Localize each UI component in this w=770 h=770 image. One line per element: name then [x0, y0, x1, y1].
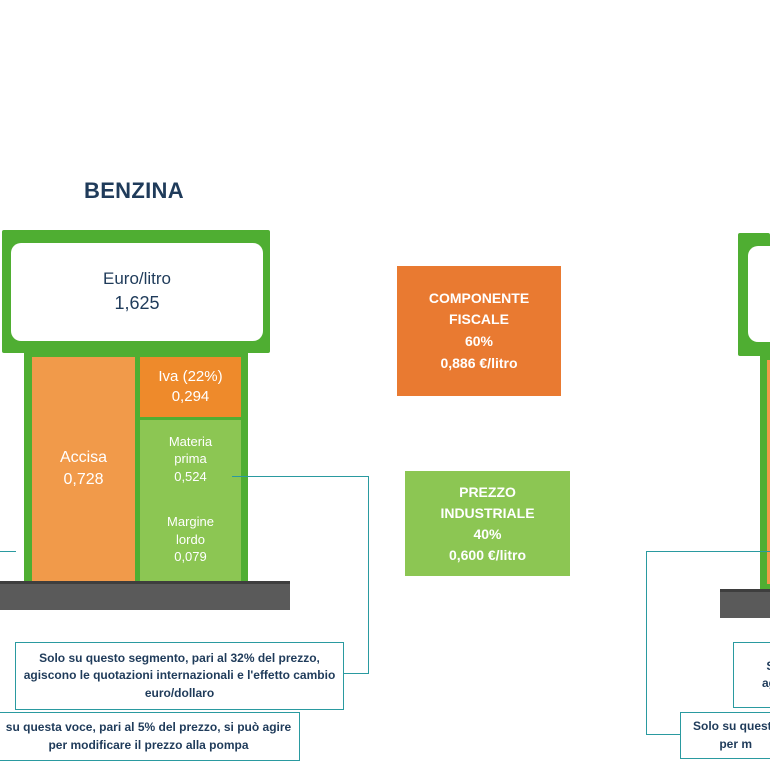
price-value: 1,625 [114, 293, 160, 314]
segment-materia-prima: Materia prima 0,524 [140, 420, 241, 498]
iva-value: 0,294 [171, 388, 210, 405]
pump-price-display: Euro/litro 1,625 [11, 243, 263, 341]
right-pump-display [748, 246, 770, 342]
connector-margine-horizontal [0, 551, 16, 552]
note-32-line2: agiscono le quotazioni internazionali e … [23, 668, 336, 683]
margine-label-2: lordo [176, 531, 205, 547]
right-pump-base [720, 589, 770, 618]
industrial-amount: 0,600 €/litro [448, 546, 527, 563]
right-connector-vertical [646, 551, 647, 735]
margine-label-1: Margine [167, 514, 214, 530]
materia-prima-label-2: prima [174, 451, 207, 467]
price-unit-label: Euro/litro [102, 269, 172, 289]
connector-materia-vertical [368, 476, 369, 674]
right-note-bottom: Solo su questa per m [680, 712, 770, 759]
right-pump-segment [767, 360, 770, 584]
right-note-top-line2: agis [762, 676, 770, 690]
connector-materia-horizontal [232, 476, 369, 477]
segment-margine-lordo: Margine lordo 0,079 [140, 498, 241, 581]
right-note-bottom-line2: per m [719, 736, 753, 751]
note-5-line2: per modificare il prezzo alla pompa [48, 737, 249, 752]
industrial-percent: 40% [473, 525, 502, 542]
note-32-line1: Solo su questo segmento, pari al 32% del… [39, 650, 320, 665]
connector-materia-to-note [342, 673, 369, 674]
materia-prima-value: 0,524 [174, 468, 207, 484]
note-5-line1: su questa voce, pari al 5% del prezzo, s… [5, 720, 292, 735]
fiscal-line2: FISCALE [449, 311, 509, 328]
segment-accisa: Accisa 0,728 [32, 357, 135, 581]
right-note-bottom-line1: Solo su questa [693, 719, 770, 734]
pump-base [0, 581, 290, 610]
right-note-top: So agis [733, 642, 770, 708]
segment-iva: Iva (22%) 0,294 [140, 357, 241, 417]
right-note-top-line1: So [762, 658, 770, 675]
right-pump-body-frame [760, 353, 770, 589]
fiscal-percent: 60% [464, 333, 494, 349]
accisa-value: 0,728 [63, 471, 104, 488]
note-segmento-32: Solo su questo segmento, pari al 32% del… [15, 642, 344, 710]
note-voce-5: su questa voce, pari al 5% del prezzo, s… [0, 712, 300, 761]
note-32-line3: euro/dollaro [144, 685, 215, 700]
diagram-title: BENZINA [84, 178, 184, 203]
industrial-line1: PREZZO [459, 483, 516, 500]
fiscal-line1: COMPONENTE [428, 289, 530, 306]
iva-label: Iva (22%) [158, 367, 223, 385]
industrial-line2: INDUSTRIALE [440, 504, 535, 521]
right-connector-horizontal [646, 551, 770, 552]
materia-prima-label-1: Materia [168, 433, 213, 449]
legend-prezzo-industriale: PREZZO INDUSTRIALE 40% 0,600 €/litro [405, 471, 570, 576]
accisa-label: Accisa [59, 449, 108, 467]
margine-value: 0,079 [174, 549, 207, 565]
right-connector-to-note [646, 734, 680, 735]
legend-componente-fiscale: COMPONENTE FISCALE 60% 0,886 €/litro [397, 266, 561, 396]
fiscal-amount: 0,886 €/litro [440, 354, 518, 371]
